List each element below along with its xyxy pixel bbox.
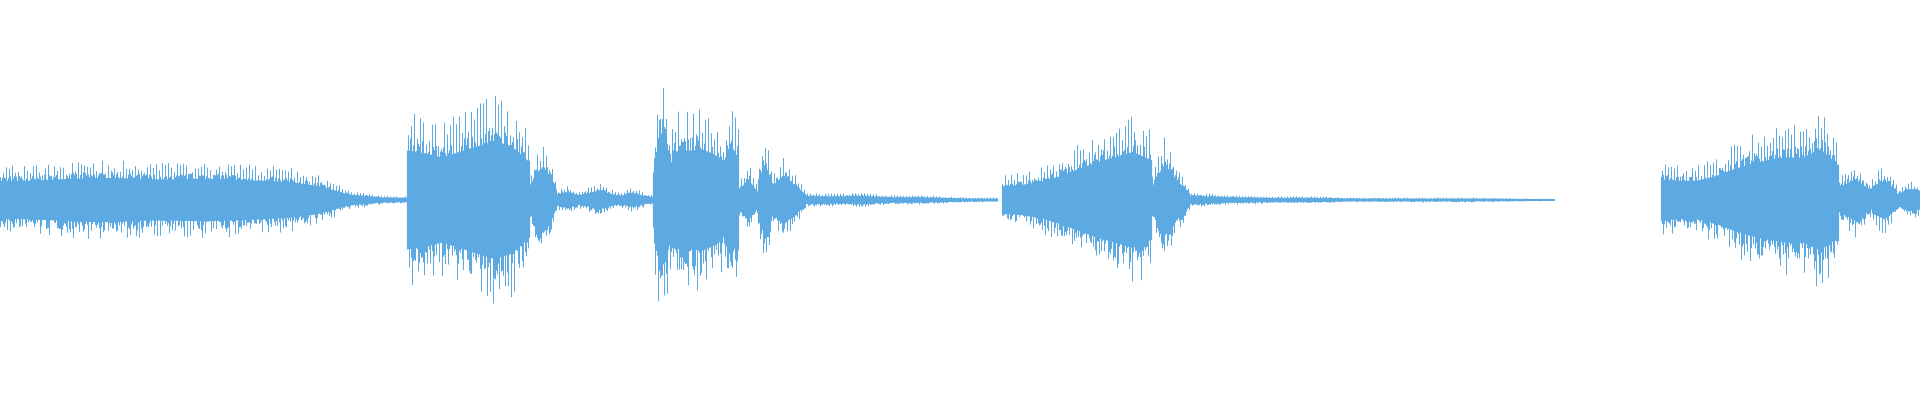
waveform-body — [1896, 189, 1920, 211]
waveform-body — [757, 165, 773, 235]
waveform-body — [0, 178, 408, 222]
waveform-body — [1838, 179, 1873, 221]
waveform-body — [805, 195, 999, 205]
waveform-body — [721, 143, 740, 257]
waveform-segment — [556, 184, 654, 214]
waveform-body — [529, 167, 558, 233]
waveform-body — [671, 149, 723, 251]
waveform-segment — [771, 158, 807, 233]
waveform-segment — [529, 147, 558, 244]
waveform-body — [652, 131, 673, 269]
waveform-segment — [1660, 116, 1840, 287]
waveform-body — [556, 190, 654, 210]
waveform-segment — [805, 193, 999, 207]
waveform-body — [1151, 164, 1191, 236]
waveform-segment — [738, 167, 759, 227]
waveform-segment — [1838, 170, 1873, 238]
waveform-segment — [406, 96, 531, 304]
waveform-body — [1660, 149, 1840, 251]
waveform-body — [1001, 152, 1153, 248]
waveform-body — [1189, 195, 1556, 205]
waveform-body — [406, 140, 531, 260]
waveform-segment — [1151, 137, 1191, 251]
waveform-segment — [1001, 116, 1153, 282]
waveform-segment — [1189, 193, 1556, 207]
waveform-segment — [1896, 181, 1920, 218]
waveform-segment — [652, 88, 673, 302]
waveform-segment — [671, 109, 723, 291]
waveform-body — [1871, 180, 1898, 220]
waveform-segment — [757, 148, 773, 254]
waveform-segment — [1871, 168, 1898, 233]
waveform-segment — [721, 111, 740, 277]
waveform-body — [738, 179, 759, 221]
waveform-bars — [0, 88, 1920, 304]
waveform-segment — [0, 160, 408, 239]
waveform-body — [771, 175, 807, 225]
